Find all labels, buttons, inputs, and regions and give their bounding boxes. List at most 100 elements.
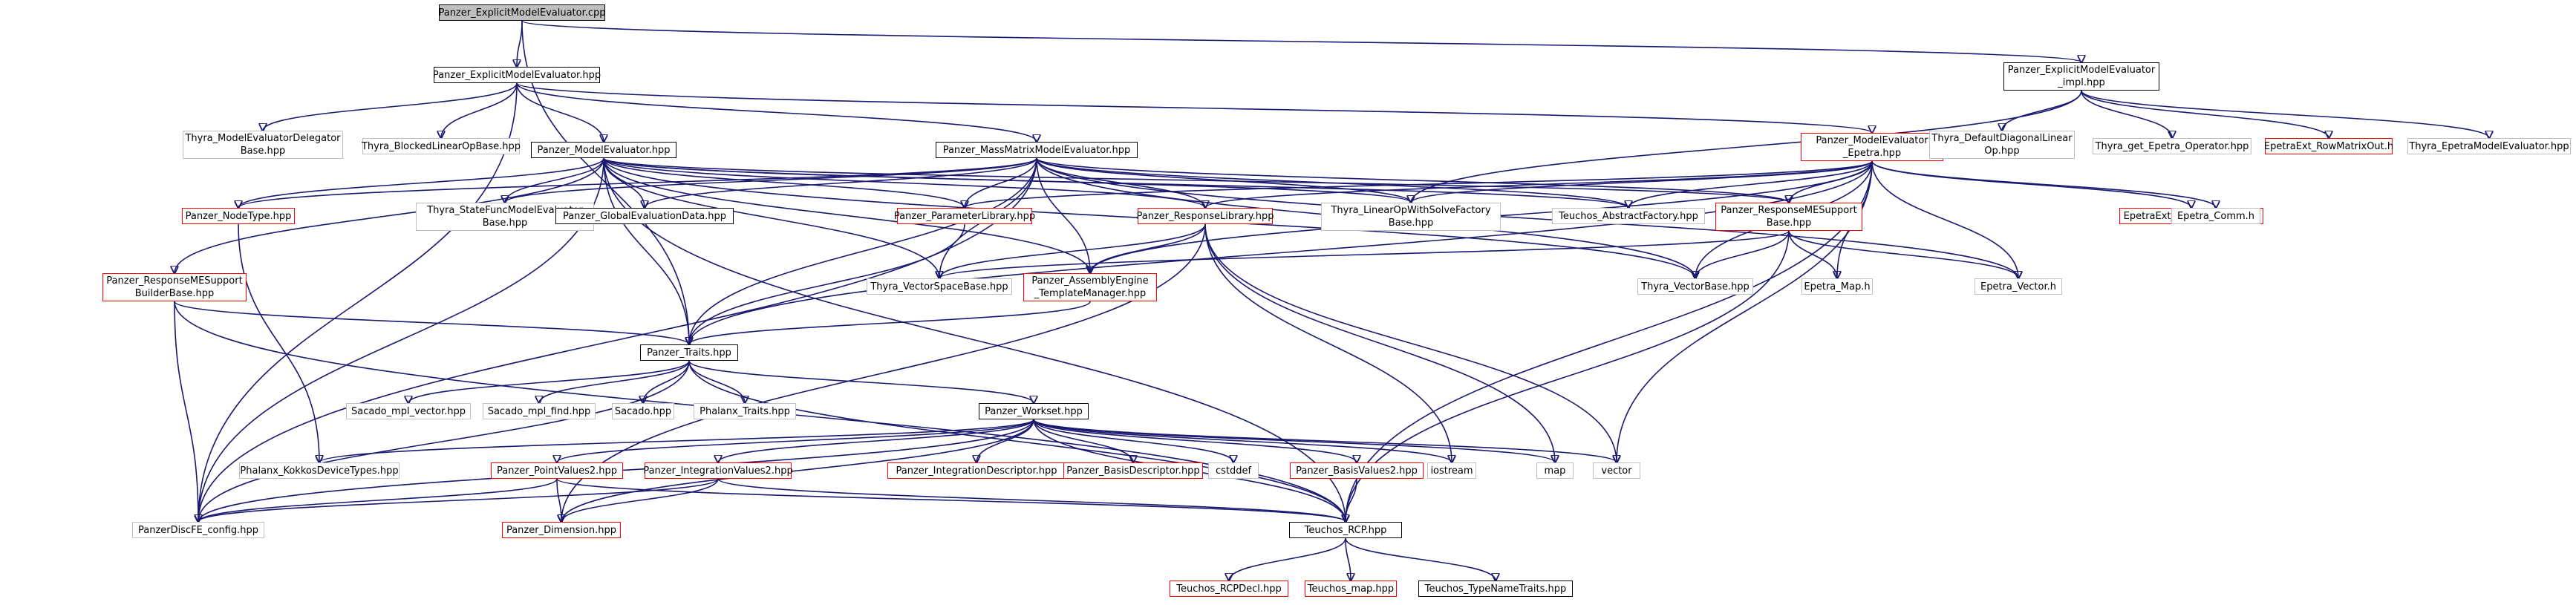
node-thylows[interactable]: Thyra_LinearOpWithSolveFactory Base.hpp	[1321, 203, 1501, 231]
node-thyepme[interactable]: Thyra_EpetraModelEvaluator.hpp	[2407, 138, 2571, 154]
node-phxtraits[interactable]: Phalanx_Traits.hpp	[694, 403, 796, 419]
node-thyvec[interactable]: Thyra_VectorBase.hpp	[1637, 278, 1753, 295]
edge-me-to-respmes	[603, 157, 1789, 203]
edge-traits-to-sacmplvec	[408, 360, 690, 403]
edge-paramlib-to-traits	[689, 223, 965, 344]
edge-me-to-thyvs	[603, 157, 939, 278]
node-teurcp[interactable]: Teuchos_RCP.hpp	[1289, 522, 1402, 538]
edge-mmme-to-asseng	[1036, 157, 1090, 273]
edge-mmme-to-resplib	[1036, 157, 1205, 208]
edge-meep-to-paramlib	[965, 160, 1873, 208]
edge-meep-to-epvec	[1871, 160, 2018, 278]
edge-me-to-nodetype	[238, 157, 604, 208]
node-basisval[interactable]: Panzer_BasisValues2.hpp	[1290, 462, 1424, 479]
edge-me-to-asseng	[603, 157, 1090, 273]
edge-mmme-to-thylows	[1036, 157, 1411, 203]
edge-teurcp-to-teurcpdecl	[1229, 537, 1346, 581]
edge-respbuild-to-traits	[174, 301, 689, 344]
edge-eme-to-discfe	[198, 82, 518, 522]
edge-mmme-to-respmes	[1036, 157, 1789, 203]
node-cstddef[interactable]: cstddef	[1208, 462, 1259, 479]
node-map[interactable]: map	[1536, 462, 1574, 479]
edge-eme-to-meep	[516, 82, 1872, 133]
edge-eme-to-thymed	[263, 82, 518, 131]
edge-basisval-to-teurcp	[1346, 478, 1357, 522]
node-me[interactable]: Panzer_ModelEvaluator.hpp	[531, 142, 676, 158]
node-sacmplvec[interactable]: Sacado_mpl_vector.hpp	[346, 403, 471, 419]
node-thydefdiag[interactable]: Thyra_DefaultDiagonalLinear Op.hpp	[1929, 131, 2075, 159]
node-epcomm[interactable]: Epetra_Comm.h	[2171, 208, 2260, 224]
edge-workset-to-pointval	[557, 419, 1034, 462]
edge-asseng-to-traits	[689, 301, 1091, 344]
node-teutype[interactable]: Teuchos_TypeNameTraits.hpp	[1418, 581, 1573, 597]
node-sacado[interactable]: Sacado.hpp	[612, 403, 674, 419]
edge-mmme-to-thystate	[505, 157, 1037, 203]
node-vector[interactable]: vector	[1593, 462, 1640, 479]
edge-workset-to-map	[1033, 419, 1555, 462]
node-root: Panzer_ExplicitModelEvaluator.cpp	[438, 4, 606, 21]
node-teuabs[interactable]: Teuchos_AbstractFactory.hpp	[1552, 208, 1705, 224]
node-meep[interactable]: Panzer_ModelEvaluator _Epetra.hpp	[1801, 133, 1943, 161]
node-teumap[interactable]: Teuchos_map.hpp	[1305, 581, 1397, 597]
edge-respbuild-to-discfe	[174, 301, 198, 522]
node-intdesc[interactable]: Panzer_IntegrationDescriptor.hpp	[887, 462, 1066, 479]
edge-resplib-to-asseng	[1090, 223, 1206, 273]
edge-emeimpl-to-thygetep	[2081, 90, 2172, 138]
node-resplib[interactable]: Panzer_ResponseLibrary.hpp	[1136, 208, 1274, 224]
node-workset[interactable]: Panzer_Workset.hpp	[979, 403, 1089, 419]
node-respbuild[interactable]: Panzer_ResponseMESupport BuilderBase.hpp	[102, 273, 247, 301]
edge-workset-to-cstddef	[1033, 419, 1233, 462]
edge-me-to-teuabs	[603, 157, 1628, 208]
edge-intval-to-teurcp	[717, 478, 1346, 522]
edge-resplib-to-vector	[1204, 223, 1617, 462]
node-thymed[interactable]: Thyra_ModelEvaluatorDelegator Base.hpp	[183, 131, 343, 159]
node-respmes[interactable]: Panzer_ResponseMESupport Base.hpp	[1715, 203, 1862, 231]
node-traits[interactable]: Panzer_Traits.hpp	[640, 344, 738, 361]
node-nodetype[interactable]: Panzer_NodeType.hpp	[182, 208, 295, 224]
edge-emeimpl-to-eprowmat	[2081, 90, 2329, 138]
node-thyblo[interactable]: Thyra_BlockedLinearOpBase.hpp	[362, 138, 521, 154]
node-thyvs[interactable]: Thyra_VectorSpaceBase.hpp	[867, 278, 1012, 295]
edge-traits-to-teurcp	[688, 360, 1346, 522]
edge-eme-to-mmme	[516, 82, 1037, 142]
node-iostream[interactable]: iostream	[1427, 462, 1476, 479]
edge-intval-to-discfe	[198, 478, 719, 522]
node-dimension[interactable]: Panzer_Dimension.hpp	[502, 522, 621, 538]
edge-emeimpl-to-thyepme	[2081, 90, 2489, 138]
node-epvec[interactable]: Epetra_Vector.h	[1975, 278, 2062, 295]
edge-meep-to-resplib	[1205, 160, 1873, 208]
node-basisdesc[interactable]: Panzer_BasisDescriptor.hpp	[1063, 462, 1203, 479]
edge-workset-to-vector	[1033, 419, 1617, 462]
node-intval[interactable]: Panzer_IntegrationValues2.hpp	[643, 462, 793, 479]
node-teurcpdecl[interactable]: Teuchos_RCPDecl.hpp	[1170, 581, 1288, 597]
edge-traits-to-sacmplfind	[539, 360, 690, 403]
edge-resplib-to-iostream	[1204, 223, 1452, 462]
edge-resplib-to-thyvs	[939, 223, 1206, 278]
edge-respmes-to-epmap	[1788, 230, 1837, 278]
edge-meep-to-traits	[689, 160, 1873, 344]
node-pointval[interactable]: Panzer_PointValues2.hpp	[491, 462, 623, 479]
edge-respmes-to-epvec	[1788, 230, 2018, 278]
edge-meep-to-epcomm	[1871, 160, 2216, 208]
node-asseng[interactable]: Panzer_AssemblyEngine _TemplateManager.h…	[1023, 273, 1157, 301]
node-sacmplfind[interactable]: Sacado_mpl_find.hpp	[483, 403, 596, 419]
node-epmap[interactable]: Epetra_Map.h	[1801, 278, 1873, 295]
edge-traits-to-discfe	[198, 360, 690, 522]
node-phxkokkos[interactable]: Phalanx_KokkosDeviceTypes.hpp	[239, 462, 400, 479]
node-eprowmat[interactable]: EpetraExt_RowMatrixOut.h	[2264, 138, 2393, 154]
edge-respmes-to-thyvs	[939, 230, 1790, 278]
node-mmme[interactable]: Panzer_MassMatrixModelEvaluator.hpp	[936, 142, 1138, 158]
edge-me-to-respbuild	[175, 157, 604, 273]
node-paramlib[interactable]: Panzer_ParameterLibrary.hpp	[894, 208, 1035, 224]
edge-pointval-to-teurcp	[556, 478, 1346, 522]
node-emeimpl[interactable]: Panzer_ExplicitModelEvaluator _impl.hpp	[2003, 62, 2159, 91]
node-discfe[interactable]: PanzerDiscFE_config.hpp	[132, 522, 264, 538]
edge-mmme-to-discfe	[198, 157, 1037, 522]
edge-mmme-to-nodetype	[238, 157, 1037, 208]
node-thygetep[interactable]: Thyra_get_Epetra_Operator.hpp	[2093, 138, 2251, 154]
node-globeval[interactable]: Panzer_GlobalEvaluationData.hpp	[555, 208, 734, 224]
edge-nodetype-to-phxkokkos	[238, 223, 319, 462]
node-eme[interactable]: Panzer_ExplicitModelEvaluator.hpp	[433, 67, 601, 83]
